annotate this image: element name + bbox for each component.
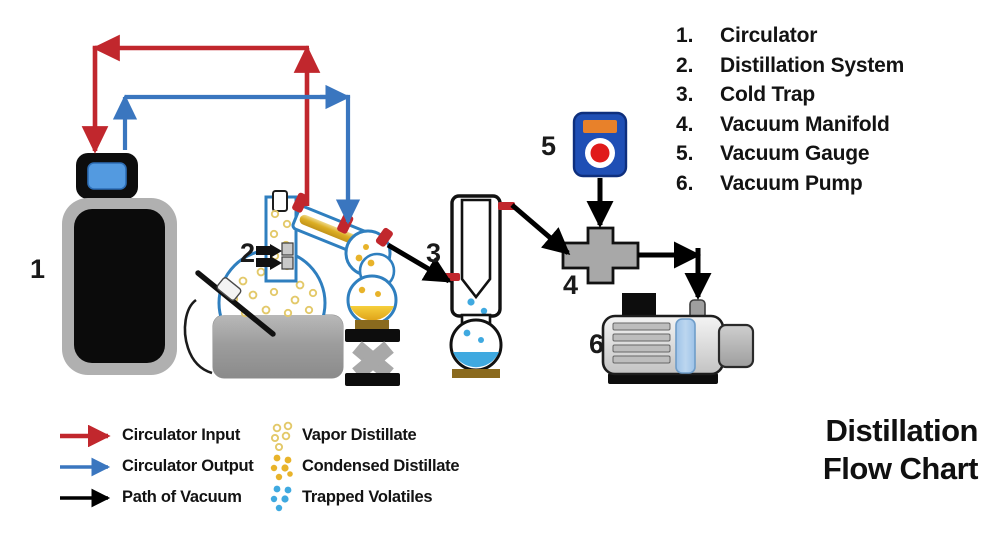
component-key-list: 1. Circulator 2. Distillation System 3. … (676, 24, 996, 201)
flask-support (355, 320, 389, 330)
gauge-indicator (590, 143, 610, 163)
key-number: 4. (676, 112, 694, 136)
legend-arrow-column: Circulator Input Circulator Output (56, 420, 254, 513)
key-item-vacuum-manifold: 4. Vacuum Manifold (676, 113, 996, 143)
key-number: 5. (676, 142, 694, 165)
diagram-number-6: 6 (589, 329, 604, 359)
circulator-output-path (112, 84, 361, 225)
legend-item-path-of-vacuum: Path of Vacuum (56, 482, 253, 513)
cold-trap-volatile-dots (467, 298, 488, 315)
circulator-unit (62, 153, 177, 375)
circulator-input-path (81, 34, 321, 206)
cold-trap-inner-tube (460, 198, 492, 300)
pump-cooling-fins (612, 322, 671, 364)
diagram-number-1: 1 (30, 254, 45, 284)
cold-trap-unit (443, 194, 515, 378)
legend-label: Circulator Output (122, 457, 254, 475)
heating-mantle-front (213, 315, 343, 378)
probe-cable (183, 298, 213, 375)
pump-base (608, 373, 718, 384)
trap-bulb-dots (463, 329, 484, 343)
legend-item-circulator-output: Circulator Output (56, 451, 254, 482)
collected-distillate (350, 306, 394, 321)
legend-item-trapped-volatiles: Trapped Volatiles (268, 482, 459, 513)
legend-label: Condensed Distillate (302, 457, 460, 475)
pump-motor (717, 323, 755, 369)
blue-arrow-icon (56, 456, 122, 478)
key-label: Distillation System (720, 53, 905, 77)
red-arrow-icon (56, 424, 122, 447)
jack-base-plate (345, 373, 400, 386)
probe-collar (216, 277, 242, 301)
gauge-display (583, 120, 617, 133)
legend-dot-column: Vapor Distillate Condensed Distillate (268, 420, 460, 513)
key-label: Vacuum Manifold (720, 112, 890, 136)
jack-top-plate (345, 329, 400, 342)
vacuum-flask-to-trap (386, 242, 452, 284)
column-stopper (272, 190, 288, 212)
thermometer-probe (195, 270, 276, 337)
condenser-inlet-joint (292, 192, 309, 213)
key-number: 2. (676, 53, 694, 77)
distillation-system (183, 190, 400, 386)
key-item-cold-trap: 3. Cold Trap (676, 83, 996, 113)
diagram-number-4: 4 (563, 270, 578, 300)
condensed-dots-icon (268, 452, 302, 482)
column-clamp (256, 242, 294, 270)
pump-sight-glass (675, 318, 696, 374)
circulator-tank (74, 209, 165, 363)
legend-label: Vapor Distillate (302, 426, 417, 444)
legend-label: Trapped Volatiles (302, 488, 433, 506)
diagram-number-5: 5 (541, 131, 556, 161)
legend-label: Path of Vacuum (122, 488, 242, 506)
head-condensed-dots (355, 244, 375, 267)
key-label: Vacuum Pump (720, 171, 863, 195)
key-item-vacuum-pump: 6. Vacuum Pump (676, 172, 996, 202)
circulator-display (87, 162, 127, 190)
trapped-liquid (453, 352, 499, 368)
key-number: 1. (676, 24, 694, 47)
legend-item-circulator-input: Circulator Input (56, 420, 253, 451)
trap-base (452, 369, 500, 378)
key-item-distillation-system: 2. Distillation System (676, 54, 996, 84)
key-label: Cold Trap (720, 83, 816, 106)
legend-item-condensed-distillate: Condensed Distillate (268, 451, 460, 482)
key-item-vacuum-gauge: 5. Vacuum Gauge (676, 142, 996, 172)
vapor-dots-icon (268, 421, 302, 451)
vacuum-takeoff-joint (375, 227, 393, 247)
key-number: 6. (676, 171, 694, 195)
lab-jack-scissor (352, 341, 394, 380)
title-line-2: Flow Chart (822, 451, 979, 487)
key-label: Circulator (720, 24, 818, 47)
trapped-dots-icon (268, 483, 302, 513)
black-arrow-icon (56, 487, 122, 509)
vacuum-trap-to-manifold (510, 203, 571, 255)
page-title: Distillation Flow Chart (822, 412, 979, 488)
diagram-number-2: 2 (240, 238, 255, 268)
vacuum-gauge (572, 111, 628, 178)
vacuum-path (386, 178, 712, 300)
key-number: 3. (676, 83, 694, 106)
key-label: Vacuum Gauge (720, 142, 870, 165)
cold-trap-outlet-joint (498, 202, 515, 210)
legend-label: Circulator Input (122, 426, 241, 444)
legend-item-vapor-distillate: Vapor Distillate (268, 420, 459, 451)
vacuum-pump (601, 293, 755, 384)
diagram-number-3: 3 (426, 238, 441, 268)
title-line-1: Distillation (825, 413, 979, 448)
key-item-circulator: 1. Circulator (676, 24, 996, 54)
receiver-dots (358, 286, 381, 297)
